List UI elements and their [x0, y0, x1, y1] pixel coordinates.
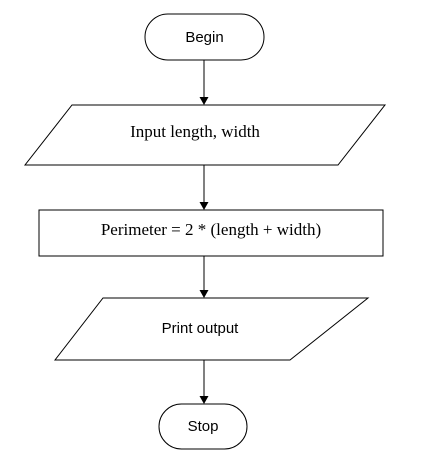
input-node: Input length, width — [23, 104, 387, 166]
process-label: Perimeter = 2 * (length + width) — [101, 220, 321, 239]
process-node: Perimeter = 2 * (length + width) — [38, 209, 384, 257]
input-label: Input length, width — [130, 122, 260, 141]
stop-node: Stop — [158, 403, 248, 450]
connector-input-process — [199, 165, 209, 210]
connector-begin-input — [199, 60, 209, 105]
stop-label: Stop — [188, 418, 219, 435]
output-label: Print output — [162, 320, 240, 337]
begin-label: Begin — [185, 29, 223, 46]
begin-node: Begin — [144, 13, 265, 61]
connector-process-output — [199, 256, 209, 298]
output-node: Print output — [53, 297, 370, 361]
connector-output-stop — [199, 360, 209, 404]
